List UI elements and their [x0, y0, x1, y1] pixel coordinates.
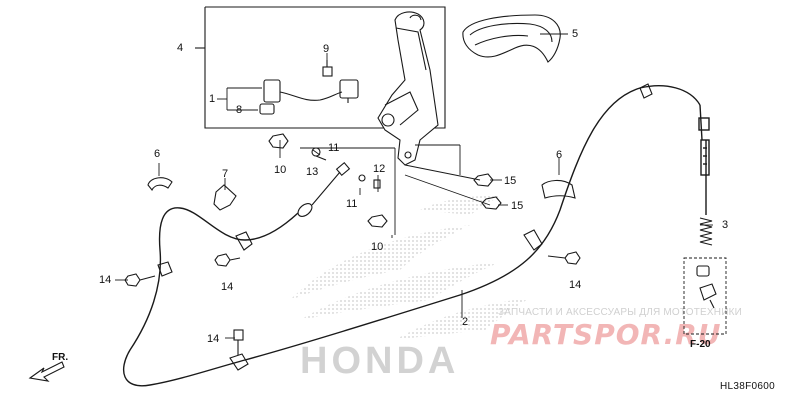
site-caption-watermark: ЗАПЧАСТИ И АКСЕССУАРЫ ДЛЯ МОТОТЕХНИКИ	[498, 307, 743, 318]
callout-9: 9	[323, 43, 330, 55]
bolt-9	[322, 60, 333, 77]
callout-6-right: 6	[556, 149, 563, 161]
spring	[699, 217, 713, 246]
honda-wing-watermark	[290, 195, 530, 340]
fasteners	[268, 133, 502, 228]
callout-15-lower: 15	[511, 200, 524, 212]
callout-3: 3	[722, 219, 729, 231]
site-logo-watermark: PARTSPOR.RU	[490, 318, 722, 351]
callout-14-left: 14	[99, 274, 112, 286]
diagram-code: HL38F0600	[720, 381, 775, 392]
callout-5: 5	[572, 28, 579, 40]
front-arrow	[28, 361, 65, 382]
bolts-14	[124, 251, 581, 355]
callout-7: 7	[222, 168, 229, 180]
callout-11-upper: 11	[328, 142, 340, 154]
reference-box	[683, 257, 727, 335]
callout-4: 4	[177, 42, 184, 54]
honda-watermark-text: HONDA	[300, 340, 460, 382]
adjuster-parts	[696, 265, 717, 309]
brake-cable	[122, 85, 710, 387]
reference-label: F-20	[690, 339, 711, 350]
lever-cover	[462, 14, 561, 63]
callout-2: 2	[462, 316, 469, 328]
callout-10-upper: 10	[274, 164, 287, 176]
callout-11-lower: 11	[346, 198, 358, 210]
callout-13: 13	[306, 166, 319, 178]
callout-12: 12	[373, 163, 386, 175]
callout-14-right: 14	[569, 279, 582, 291]
callout-6-left: 6	[154, 148, 161, 160]
parking-lever	[377, 11, 439, 166]
callout-1: 1	[209, 93, 216, 105]
callout-14-lower: 14	[207, 333, 220, 345]
lever-switch	[259, 79, 359, 115]
callout-15-upper: 15	[504, 175, 517, 187]
callout-14-center: 14	[221, 281, 234, 293]
callout-10-lower: 10	[371, 241, 384, 253]
callout-8: 8	[236, 104, 243, 116]
cable-clamps	[147, 83, 653, 371]
front-marker-label: FR.	[52, 352, 69, 363]
lever-assembly-box	[195, 6, 446, 129]
cable-end	[297, 161, 351, 217]
